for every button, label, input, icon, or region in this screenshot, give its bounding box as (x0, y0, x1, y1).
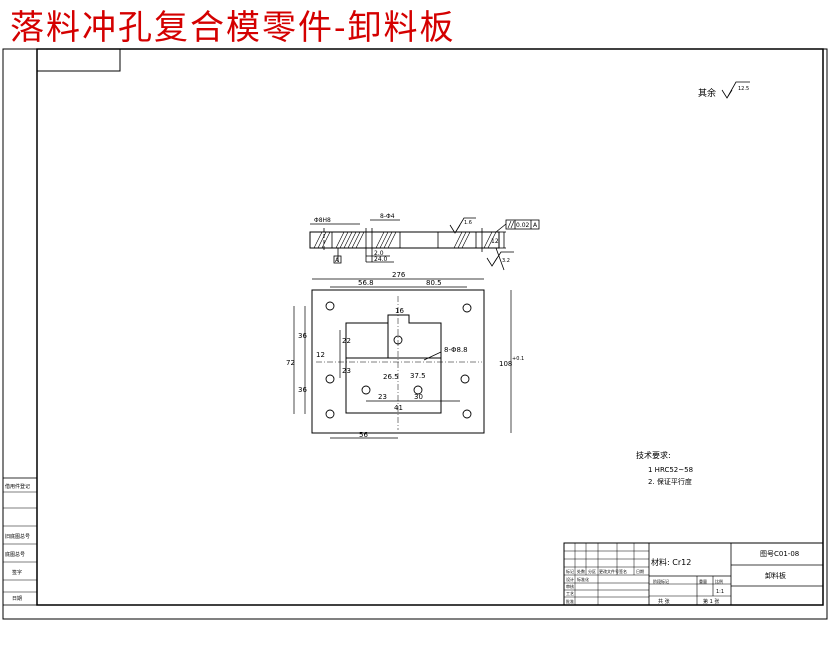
strip-label-5: 日期 (12, 596, 22, 602)
parallel-tol-value: 0.02 (516, 222, 530, 229)
dim-slot-mid2: 37.5 (410, 372, 426, 380)
dim-depth: 24.0 (374, 256, 388, 263)
role-approve: 批准 (566, 598, 574, 604)
dim-bottom-mid: 41 (394, 404, 403, 412)
surface-finish-label: 其余 (698, 87, 716, 99)
row-label-sign: 签名 (619, 568, 627, 574)
dim-bottom-width: 56 (359, 431, 368, 439)
mounting-holes (325, 301, 472, 419)
tech-req-title: 技术要求: (636, 450, 671, 460)
section-hatch (313, 231, 497, 249)
dim-bottom-left: 23 (378, 393, 387, 401)
strip-label-3: 底图总号 (5, 551, 25, 558)
left-strip: 借用件登记 旧底图总号 底图总号 签字 日期 (2, 477, 38, 606)
surface-finish-value: 12.5 (738, 86, 749, 92)
row-label-count: 处数 (577, 568, 585, 574)
dim-top-left: 56.8 (358, 279, 374, 287)
datum-box (333, 255, 342, 264)
corner-box (36, 48, 121, 72)
dim-left-lower: 36 (298, 386, 307, 394)
scale-value: 1:1 (716, 589, 724, 595)
outer-border (2, 48, 828, 620)
plate-outline (311, 289, 485, 434)
dim-slot-side: 23 (342, 367, 351, 375)
dim-left-upper: 36 (298, 332, 307, 340)
side-view: A Φ8H8 8-Φ4 2.0 24.0 12 1.6 3.2 0.02 A (309, 213, 540, 271)
inner-frame (36, 48, 824, 606)
dim-thickness: 12 (491, 238, 499, 245)
part-name: 卸料板 (765, 571, 786, 580)
dim-slot-top: 16 (395, 307, 404, 315)
surface-finish-note: 其余 12.5 (698, 81, 750, 99)
row-label-date: 日期 (636, 568, 644, 574)
dim-top-right: 80.5 (426, 279, 442, 287)
dim-slot-mid1: 26.5 (383, 373, 399, 381)
roughness-bottom: 3.2 (502, 258, 510, 264)
dim-bottom-right: 30 (414, 393, 423, 401)
dim-step: 2.0 (374, 250, 384, 257)
tech-req-item-1: 1 HRC52~58 (648, 466, 693, 474)
drawing-number: 图号C01-08 (760, 550, 799, 558)
stage-label: 阶段标记 (653, 578, 669, 584)
strip-label-1: 借用件登记 (5, 483, 30, 490)
role-review: 审核 (566, 583, 574, 589)
roughness-top: 1.6 (464, 220, 472, 226)
dim-slot-upper: 22 (342, 337, 351, 345)
role-standard: 标准化 (577, 576, 589, 582)
roughness-top-symbol (449, 217, 476, 234)
side-view-body (309, 231, 500, 249)
dim-width: 276 (392, 271, 406, 279)
material: 材料: Cr12 (651, 557, 691, 567)
row-label-zone: 分区 (588, 568, 596, 574)
role-design: 设计 (566, 576, 574, 582)
dim-left-mid: 72 (286, 359, 295, 367)
weight-label: 重量 (699, 578, 707, 584)
row-label-doc: 更改文件号 (599, 568, 619, 574)
dim-height: 108 (499, 360, 512, 368)
dim-bore: Φ8H8 (314, 217, 331, 224)
sheets-total: 共 张 (658, 598, 670, 605)
plan-view: 276 56.8 80.5 36 72 36 12 16 22 23 26.5 … (286, 271, 524, 439)
t-pocket (345, 314, 442, 414)
hole-callout: 8-Φ8.8 (444, 346, 468, 354)
tech-req-item-2: 2. 保证平行度 (648, 477, 692, 486)
strip-label-4: 签字 (12, 569, 22, 576)
title-block: 标记 处数 分区 更改文件号 签名 日期 设计 审核 工艺 标准化 批准 材料:… (563, 542, 824, 606)
page-title: 落料冲孔复合模零件-卸料板 (10, 8, 456, 48)
parallel-tolerance: 0.02 A (495, 219, 540, 233)
dim-left-small: 12 (316, 351, 325, 359)
role-process: 工艺 (566, 591, 574, 596)
dim-height-tol: +0.1 (512, 356, 524, 362)
tech-requirements: 技术要求: 1 HRC52~58 2. 保证平行度 (636, 450, 693, 486)
roughness-bottom-symbol (486, 251, 514, 267)
scale-label: 比例 (715, 578, 723, 584)
dim-holes: 8-Φ4 (380, 213, 395, 220)
strip-label-2: 旧底图总号 (5, 533, 30, 540)
datum-label: A (335, 257, 340, 264)
row-label-mark: 标记 (566, 568, 574, 574)
parallel-datum-ref: A (533, 222, 538, 229)
sheet-number: 第 1 张 (703, 598, 719, 605)
